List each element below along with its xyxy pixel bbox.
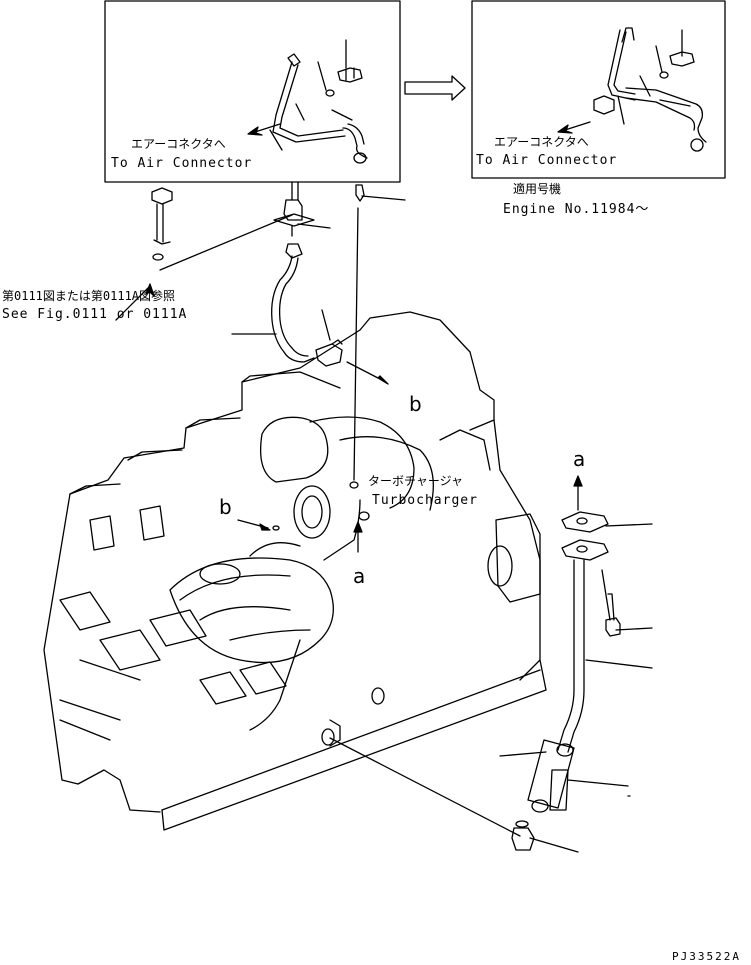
reference-en: See Fig.0111 or 0111A — [2, 307, 188, 322]
turbocharger-label-jp: ターボチャージャ — [368, 474, 464, 488]
marker-a-center: a — [353, 564, 366, 588]
reference-jp: 第0111図または第0111A図参照 — [2, 289, 176, 303]
leaders-center — [237, 519, 363, 553]
oil-drain-assembly — [499, 475, 653, 853]
marker-b-upper: b — [409, 392, 422, 416]
turbocharger-label-en: Turbocharger — [372, 493, 478, 508]
marker-a-right: a — [573, 447, 586, 471]
upper-exploded-parts — [115, 181, 406, 489]
detail-right-callout-en: To Air Connector — [476, 153, 618, 168]
transition-arrow — [404, 75, 466, 101]
detail-box-left — [104, 0, 401, 183]
engine-block — [43, 311, 547, 837]
marker-b-lower: b — [219, 495, 232, 519]
detail-left-callout-en: To Air Connector — [111, 156, 253, 171]
detail-box-right — [471, 0, 726, 179]
applicability-jp: 適用号機 — [513, 182, 562, 196]
drawing-code: PJ33522A — [672, 950, 741, 963]
applicability-en: Engine No.11984～ — [503, 202, 650, 217]
detail-left-callout-jp: エアーコネクタへ — [131, 137, 226, 151]
detail-right-callout-jp: エアーコネクタへ — [494, 135, 589, 149]
